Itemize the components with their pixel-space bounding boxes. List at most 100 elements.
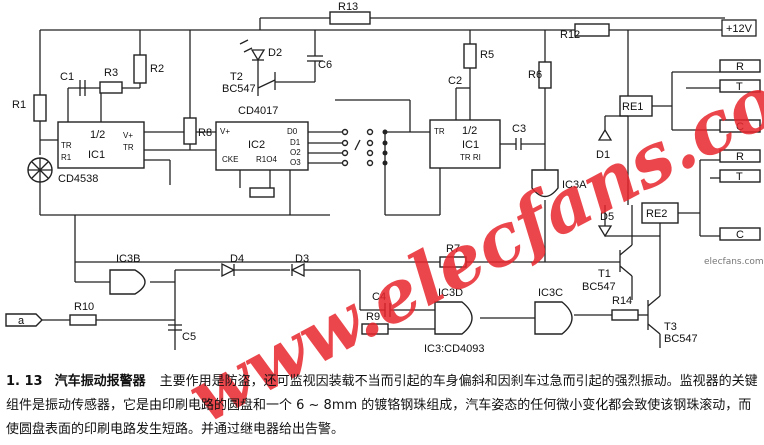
ic1-name: IC1: [88, 149, 105, 161]
terminal-c1: [719, 119, 761, 133]
r7-label: R7: [446, 243, 460, 255]
diode-d4-icon: [221, 262, 236, 278]
led-d2-icon: [250, 49, 266, 62]
caption-title: 汽车振动报警器: [54, 374, 146, 389]
selector-switch: [341, 128, 410, 215]
r14-label: R14: [612, 295, 632, 307]
d1-label: D1: [596, 149, 610, 161]
d2-label: D2: [268, 47, 282, 59]
power-rail: R13 +12V: [40, 1, 757, 37]
ic3d-label: IC3D: [438, 287, 463, 299]
ic1b-block: 1/2 TR IC1 TR RI R5 C2 C3 R6: [335, 30, 552, 216]
ic1-vplus: V+: [123, 131, 133, 140]
input-a-terminal: [5, 313, 43, 327]
resistor-r3: [99, 81, 123, 94]
terminal-t2: [719, 169, 761, 183]
c4-label: C4: [372, 291, 386, 303]
t2-label: T2: [230, 71, 243, 83]
resistor-r2: [133, 54, 147, 84]
r12-label: R12: [560, 29, 580, 41]
term-r1-label: R: [736, 61, 744, 73]
r13-label: R13: [338, 1, 358, 13]
resistor-r10: [69, 314, 97, 326]
term-c1-label: C: [736, 121, 744, 133]
r1-label: R1: [12, 99, 26, 111]
r8-label: R8: [198, 127, 212, 139]
caption-text: 主要作用是防盗，还可监视因装载不当而引起的车身偏斜和因刹车过急而引起的强烈振动。…: [6, 374, 758, 437]
ic1b-title: 1/2: [462, 125, 477, 137]
terminal-c2: [719, 227, 761, 241]
t1-section: T1 BC547 R7: [75, 205, 633, 300]
ic2-cke: CKE: [222, 155, 238, 164]
r8-section: R8: [183, 30, 212, 150]
r5-label: R5: [480, 49, 494, 61]
ic2-vplus: V+: [220, 127, 230, 136]
ic3b-section: IC3B C5 D4 D3: [74, 215, 360, 350]
term-t2-label: T: [736, 171, 743, 183]
watermark-small: elecfans.com: [704, 257, 764, 267]
ic2-r1o4: R1O4: [256, 155, 277, 164]
c3-label: C3: [512, 123, 526, 135]
resistor-ic2-reset: [249, 187, 275, 198]
r9-label: R9: [366, 311, 380, 323]
ic2-box: [215, 121, 309, 171]
nand-ic3d: [434, 301, 473, 335]
supply-label: +12V: [726, 23, 753, 35]
ic3a-block: IC3A: [531, 169, 587, 262]
ic1b-ri: TR RI: [460, 153, 481, 162]
resistor-r14: [611, 309, 639, 321]
ic2-d1: D1: [290, 138, 301, 147]
ic2-block: IC2 V+ CKE R1O4 D0 D1 O2 O3 CD4017: [215, 105, 345, 215]
c1-label: C1: [60, 71, 74, 83]
c2-label: C2: [448, 75, 462, 87]
relay-section: R12 RE1 R T C D1 RE2 R T C D5: [560, 23, 761, 290]
re1-label: RE1: [622, 101, 643, 113]
ic1-box: [57, 121, 145, 169]
r2-label: R2: [150, 63, 164, 75]
nand-ic3c: [534, 301, 573, 335]
c5-label: C5: [182, 331, 196, 343]
c6-label: C6: [318, 59, 332, 71]
terminal-t1: [719, 79, 761, 93]
ic1-tr: TR: [61, 141, 72, 150]
t3-type: BC547: [664, 333, 698, 345]
ic2-o2: O2: [290, 148, 301, 157]
nand-ic3b: [109, 269, 146, 295]
ic3a-label: IC3A: [562, 179, 587, 191]
r10-label: R10: [74, 301, 94, 313]
ic3d-ic3c-section: C4 R9 IC3D IC3C IC3:CD4093: [359, 270, 573, 355]
ic2-name: IC2: [248, 139, 265, 151]
ic1b-tr: TR: [434, 127, 445, 136]
d5-label: D5: [600, 211, 614, 223]
d4-label: D4: [230, 253, 244, 265]
ic1-tr2: TR: [123, 143, 134, 152]
ic1-r1: R1: [61, 153, 72, 162]
supply-terminal: [721, 19, 757, 37]
input-section: a R10: [5, 301, 175, 327]
resistor-r5: [463, 43, 477, 69]
ic1-block: 1/2 IC1 TR R1 V+ TR CD4538 C1 R3 R2: [57, 30, 216, 185]
r6-label: R6: [528, 69, 542, 81]
re2-label: RE2: [646, 208, 667, 220]
ic1-title: 1/2: [90, 129, 105, 141]
ic2-o3: O3: [290, 158, 301, 167]
diode-d1-icon: [597, 128, 613, 141]
terminal-r2: [719, 149, 761, 163]
input-a-label: a: [18, 315, 25, 327]
t3-section: T3 BC547 R14: [574, 290, 698, 348]
t2-type: BC547: [222, 83, 256, 95]
t2-section: D2 T2 BC547 C6: [222, 30, 332, 96]
resistor-r8: [183, 117, 197, 145]
diode-d3-icon: [290, 262, 305, 278]
d3-label: D3: [295, 253, 309, 265]
ic3-part: IC3:CD4093: [424, 343, 485, 355]
ic1b-name: IC1: [462, 139, 479, 151]
resistor-r1: [33, 94, 47, 122]
t1-label: T1: [598, 268, 611, 280]
term-r2-label: R: [736, 151, 744, 163]
t1-type: BC547: [582, 281, 616, 293]
resistor-r13: [329, 11, 371, 25]
lamp-section: R1: [12, 30, 330, 216]
